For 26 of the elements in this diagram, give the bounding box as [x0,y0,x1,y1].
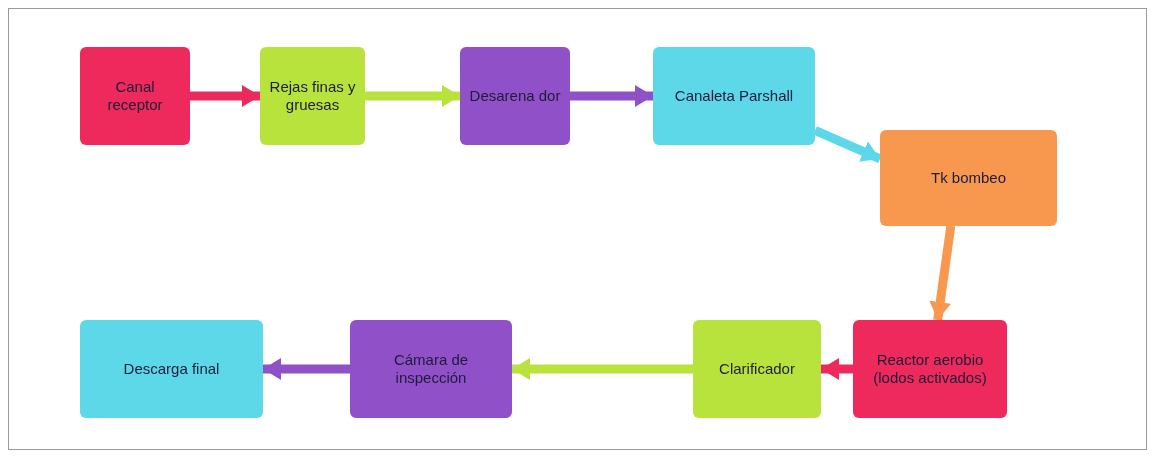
process-box [260,47,365,145]
process-box [460,47,570,145]
box-label: Reactor aerobio (lodos activados) [872,351,988,387]
box-label: Cámara de inspección [392,351,470,387]
arrow [190,85,260,107]
box-label: Descarga final [123,360,220,378]
arrow [512,358,693,380]
box-label: Tk bombeo [930,169,1006,187]
process-box [80,320,263,418]
arrow [929,225,956,321]
process-box [693,320,821,418]
box-label: Canal receptor [106,78,164,114]
box-label: Rejas finas y gruesas [268,78,357,114]
arrow [821,358,853,380]
arrow [365,85,460,107]
arrow [813,126,882,163]
process-box [653,47,815,145]
box-label: Canaleta Parshall [674,87,794,105]
arrow [263,358,350,380]
process-box [853,320,1007,418]
process-box [350,320,512,418]
arrow [570,85,653,107]
box-label: Desarena dor [469,87,561,105]
process-box [880,130,1057,226]
process-box [80,47,190,145]
box-label: Clarificador [719,360,795,378]
